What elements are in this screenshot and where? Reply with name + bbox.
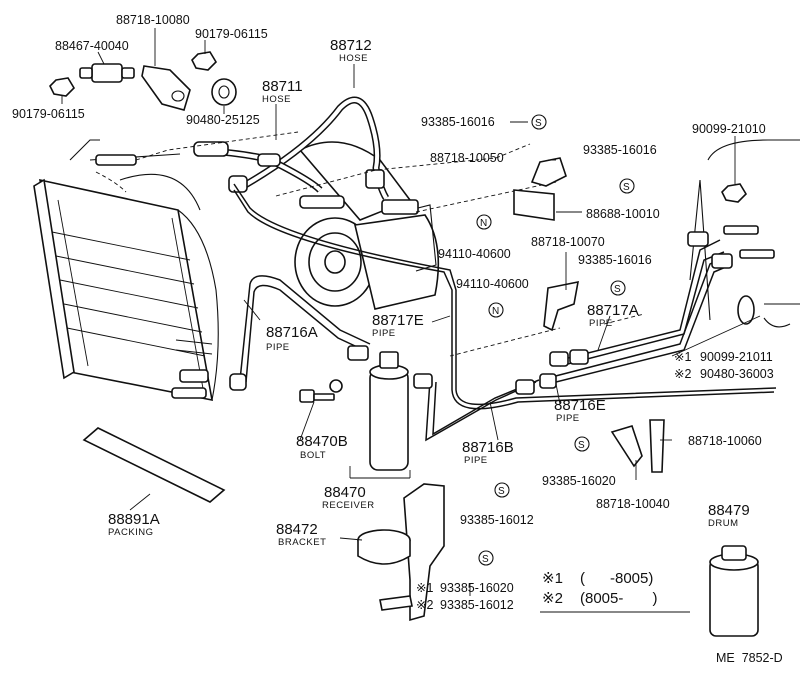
drum-illustration [709,545,759,637]
label-90179-06115-left: 90179-06115 [12,107,85,121]
label-88717A: 88717A [587,302,639,319]
circle-mark-s: S [478,550,494,566]
assembly-dashed-lines [95,131,645,357]
label-93385-16016-b: 93385-16016 [583,143,657,157]
svg-text:N: N [492,306,499,317]
circle-mark-n: N [488,302,504,318]
label-93385-16016-c: 93385-16016 [578,253,652,267]
label-88470-sub: RECEIVER [322,500,375,511]
receiver-illustration [369,351,409,471]
circle-mark-n: N [476,214,492,230]
label-93385-16020-b-mark: ※1 [416,581,433,595]
label-88718-10060: 88718-10060 [688,434,762,448]
label-88467-40040: 88467-40040 [55,39,129,53]
label-90179-06115-top: 90179-06115 [195,27,268,41]
label-88472: 88472 [276,521,318,538]
label-93385-16012-a: 93385-16012 [460,513,534,527]
label-88716A: 88716A [266,324,318,341]
svg-text:S: S [498,486,505,497]
label-88479-sub: DRUM [708,518,739,529]
part-labels: 88718-10080 88467-40040 90179-06115 8871… [12,13,774,612]
label-93385-16016-a: 93385-16016 [421,115,495,129]
label-88716A-sub: PIPE [266,342,290,353]
label-88470B-sub: BOLT [300,450,326,461]
svg-text:S: S [578,440,585,451]
svg-text:S: S [623,182,630,193]
label-88712: 88712 [330,37,372,54]
date-notes: ※1 ( -8005) ※2 (8005- ) [542,570,658,607]
label-90099-21010: 90099-21010 [692,122,766,136]
label-88688-10010: 88688-10010 [586,207,660,221]
circle-mark-s: S [619,178,635,194]
piping [193,96,777,442]
label-88718-10070: 88718-10070 [531,235,605,249]
label-88718-10040: 88718-10040 [596,497,670,511]
label-88716B: 88716B [462,439,514,456]
label-88716E: 88716E [554,397,606,414]
label-88472-sub: BRACKET [278,537,326,548]
label-94110-40600-a: 94110-40600 [438,247,511,261]
label-90099-21011: 90099-21011 [700,350,773,364]
label-88479: 88479 [708,502,750,519]
svg-text:S: S [482,554,489,565]
label-88717E-sub: PIPE [372,328,396,339]
svg-text:S: S [535,118,542,129]
note-1-mark: ※1 [542,570,563,587]
label-93385-16012-b-mark: ※2 [416,598,433,612]
label-88717A-sub: PIPE [589,318,613,329]
label-88718-10080: 88718-10080 [116,13,190,27]
small-parts [49,51,775,473]
label-90480-36003-mark: ※2 [674,367,691,381]
engine-outline [689,139,800,328]
label-90480-25125: 90480-25125 [186,113,260,127]
label-94110-40600-b: 94110-40600 [456,277,529,291]
svg-text:N: N [480,218,487,229]
svg-text:S: S [614,284,621,295]
note-2-mark: ※2 [542,590,563,607]
packing-illustration [82,427,226,503]
circle-marks: S S N N S S S S [476,114,635,566]
label-88470: 88470 [324,484,366,501]
label-88717E: 88717E [372,312,424,329]
bracket-illustration [357,483,445,622]
label-88470B: 88470B [296,433,348,450]
footer-code: ME 7852-D [716,651,783,665]
label-88711-sub: HOSE [262,94,291,105]
note-1-text: ( -8005) [580,570,653,587]
label-93385-16020-a: 93385-16020 [542,474,616,488]
label-88711: 88711 [262,78,303,95]
label-88718-10050: 88718-10050 [430,151,504,165]
leader-lines [61,28,761,613]
label-88712-sub: HOSE [339,53,368,64]
circle-mark-s: S [531,114,547,130]
circle-mark-s: S [574,436,590,452]
label-88891A-sub: PACKING [108,527,154,538]
label-88716B-sub: PIPE [464,455,488,466]
label-93385-16012-b: 93385-16012 [440,598,514,612]
label-90099-21011-mark: ※1 [674,350,691,364]
label-88716E-sub: PIPE [556,413,580,424]
condenser-illustration [33,139,219,402]
note-2-text: (8005- ) [580,590,658,607]
compressor-illustration [294,141,440,310]
circle-mark-s: S [610,280,626,296]
label-93385-16020-b: 93385-16020 [440,581,514,595]
label-90480-36003: 90480-36003 [700,367,774,381]
label-88891A: 88891A [108,511,160,528]
circle-mark-s: S [494,482,510,498]
